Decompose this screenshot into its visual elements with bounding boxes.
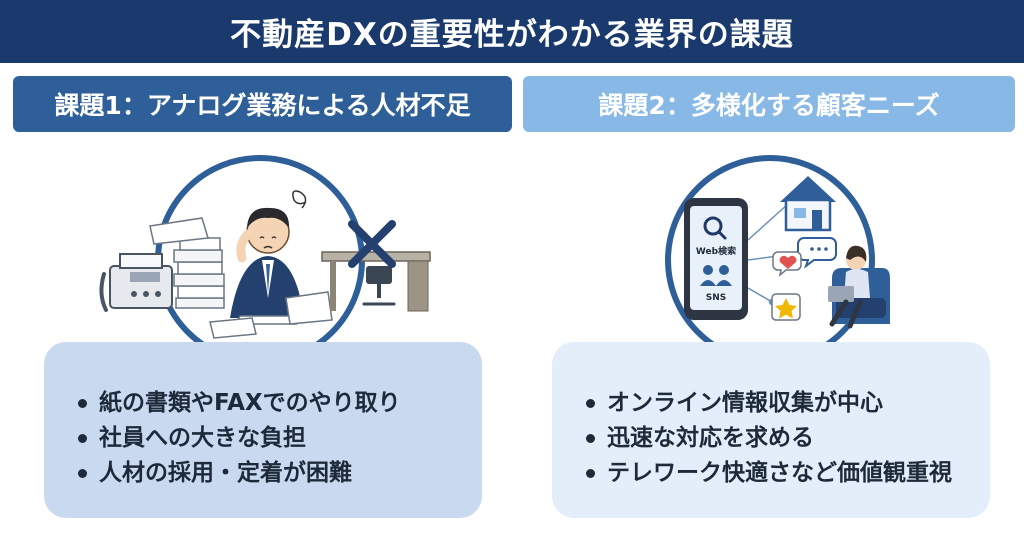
issue-1-header: 課題1：アナログ業務による人材不足 [13, 76, 512, 132]
paper-stack-icon [149, 217, 225, 309]
analog-work-illustration [99, 155, 431, 365]
list-item: 人材の採用・定着が困難 [78, 456, 482, 491]
list-item: 紙の書類やFAXでのやり取り [78, 386, 482, 421]
list-item-text: オンライン情報収集が中心 [607, 390, 883, 416]
empty-desk-icon [321, 251, 431, 312]
phone-search-label: Web検索 [696, 245, 736, 257]
issue-2-bullet-list: オンライン情報収集が中心 迅速な対応を求める テレワーク快適さなど価値観重視 [586, 386, 990, 491]
house-icon [780, 176, 836, 232]
remote-worker-icon [828, 245, 890, 329]
bullet-dot [78, 399, 87, 408]
fax-icon [99, 253, 173, 312]
list-item-text: 人材の採用・定着が困難 [99, 460, 352, 486]
phone-sns-label: SNS [706, 293, 727, 303]
search-icon [703, 216, 727, 240]
list-item: 迅速な対応を求める [586, 421, 990, 456]
bullet-dot [586, 399, 595, 408]
bullet-dot [78, 469, 87, 478]
list-item: オンライン情報収集が中心 [586, 386, 990, 421]
list-item-text: 社員への大きな負担 [99, 425, 306, 451]
page-title: 不動産DXの重要性がわかる業界の課題 [0, 0, 1024, 63]
issue-2-bullet-box: オンライン情報収集が中心 迅速な対応を求める テレワーク快適さなど価値観重視 [552, 342, 990, 518]
issue-1-bullet-box: 紙の書類やFAXでのやり取り 社員への大きな負担 人材の採用・定着が困難 [44, 342, 482, 518]
issue-1-bullet-list: 紙の書類やFAXでのやり取り 社員への大きな負担 人材の採用・定着が困難 [78, 386, 482, 491]
cross-icon [348, 220, 396, 268]
list-item-text: 紙の書類やFAXでのやり取り [99, 390, 401, 416]
issue-2-header: 課題2：多様化する顧客ニーズ [523, 76, 1015, 132]
bullet-dot [586, 469, 595, 478]
customer-needs-illustration: Web検索 SNS [665, 155, 890, 365]
list-item-text: 迅速な対応を求める [607, 425, 814, 451]
list-item: 社員への大きな負担 [78, 421, 482, 456]
bullet-dot [586, 434, 595, 443]
bullet-dot [78, 434, 87, 443]
stressed-worker-icon [209, 190, 333, 339]
heart-icon [779, 255, 797, 269]
users-icon [700, 265, 732, 286]
list-item: テレワーク快適さなど価値観重視 [586, 456, 990, 491]
list-item-text: テレワーク快適さなど価値観重視 [607, 460, 952, 486]
star-icon [771, 293, 801, 321]
